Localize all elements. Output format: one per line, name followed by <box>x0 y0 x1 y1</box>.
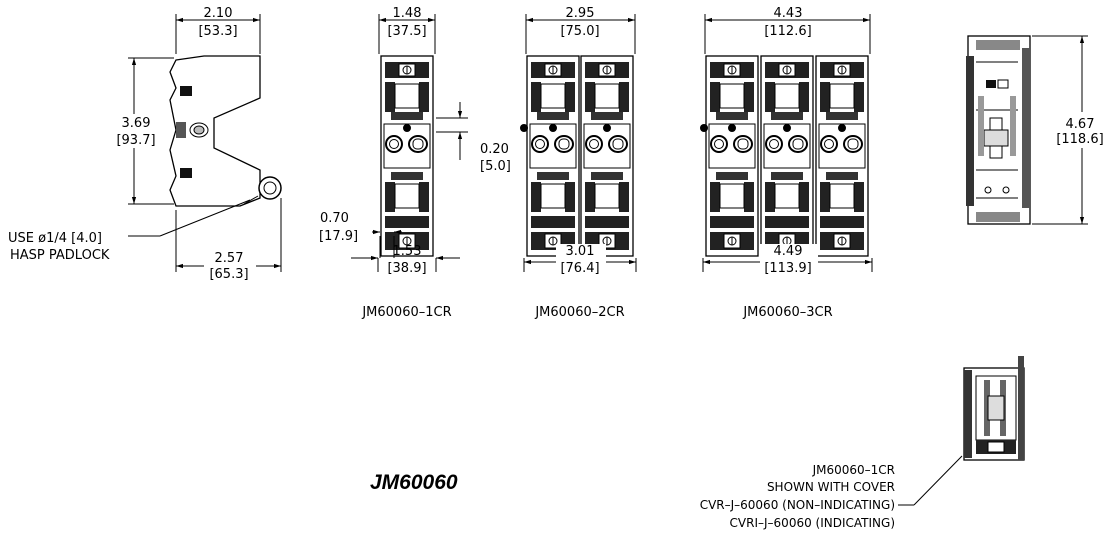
pole2-top-width: 2.95 <box>566 6 595 21</box>
pole3-top-width-mm: [112.6] <box>764 24 811 39</box>
end-height: 4.67 <box>1066 117 1095 132</box>
pole1-side-offset-mm: [17.9] <box>319 229 358 244</box>
side-bottom-width-mm: [65.3] <box>209 267 248 282</box>
cover-note-line3: CVR–J–60060 (NON–INDICATING) <box>700 498 895 512</box>
pole3-bottom-width: 4.49 <box>774 244 803 259</box>
pole3-bottom-width-mm: [113.9] <box>764 261 811 276</box>
side-height: 3.69 <box>122 116 151 131</box>
pole2-bottom-width: 3.01 <box>566 244 595 259</box>
cover-note-line2: SHOWN WITH COVER <box>767 480 895 494</box>
padlock-note-line2: HASP PADLOCK <box>10 248 110 263</box>
pole1-side-offset: 0.70 <box>320 211 349 226</box>
one-pole-view: 1.48 [37.5] 0.20 [5.0] 0.70 [17.9] 1.53 … <box>319 6 511 320</box>
padlock-note-line1: USE ø1/4 [4.0] <box>8 231 102 246</box>
pole1-gap-mm: [5.0] <box>480 159 511 174</box>
pole2-label: JM60060–2CR <box>534 305 624 320</box>
pole1-label: JM60060–1CR <box>361 305 451 320</box>
pole3-top-width: 4.43 <box>774 6 803 21</box>
cover-note-line4: CVRI–J–60060 (INDICATING) <box>730 516 895 530</box>
three-pole-view: 4.43 [112.6] 4.49 [113.9] JM60060–3CR <box>700 6 873 320</box>
series-title: JM60060 <box>370 471 458 494</box>
two-pole-view: 2.95 [75.0] 3.01 [76.4] JM60060–2CR <box>520 6 637 320</box>
pole1-bottom-width-mm: [38.9] <box>387 261 426 276</box>
side-view: 2.10 [53.3] 3.69 [93.7] USE ø1/4 [4.0] H… <box>8 6 282 282</box>
pole1-bottom-width: 1.53 <box>393 244 422 259</box>
cover-view: JM60060–1CR SHOWN WITH COVER CVR–J–60060… <box>700 356 1025 530</box>
cover-note-line1: JM60060–1CR <box>812 463 895 477</box>
pole3-label: JM60060–3CR <box>742 305 832 320</box>
pole2-top-width-mm: [75.0] <box>560 24 599 39</box>
end-height-mm: [118.6] <box>1056 132 1103 147</box>
side-height-mm: [93.7] <box>116 133 155 148</box>
side-bottom-width: 2.57 <box>215 251 244 266</box>
side-top-width: 2.10 <box>204 6 233 21</box>
pole1-top-width-mm: [37.5] <box>387 24 426 39</box>
end-view: 4.67 [118.6] <box>966 35 1113 225</box>
side-top-width-mm: [53.3] <box>198 24 237 39</box>
pole1-top-width: 1.48 <box>393 6 422 21</box>
pole1-gap: 0.20 <box>480 142 509 157</box>
pole2-bottom-width-mm: [76.4] <box>560 261 599 276</box>
